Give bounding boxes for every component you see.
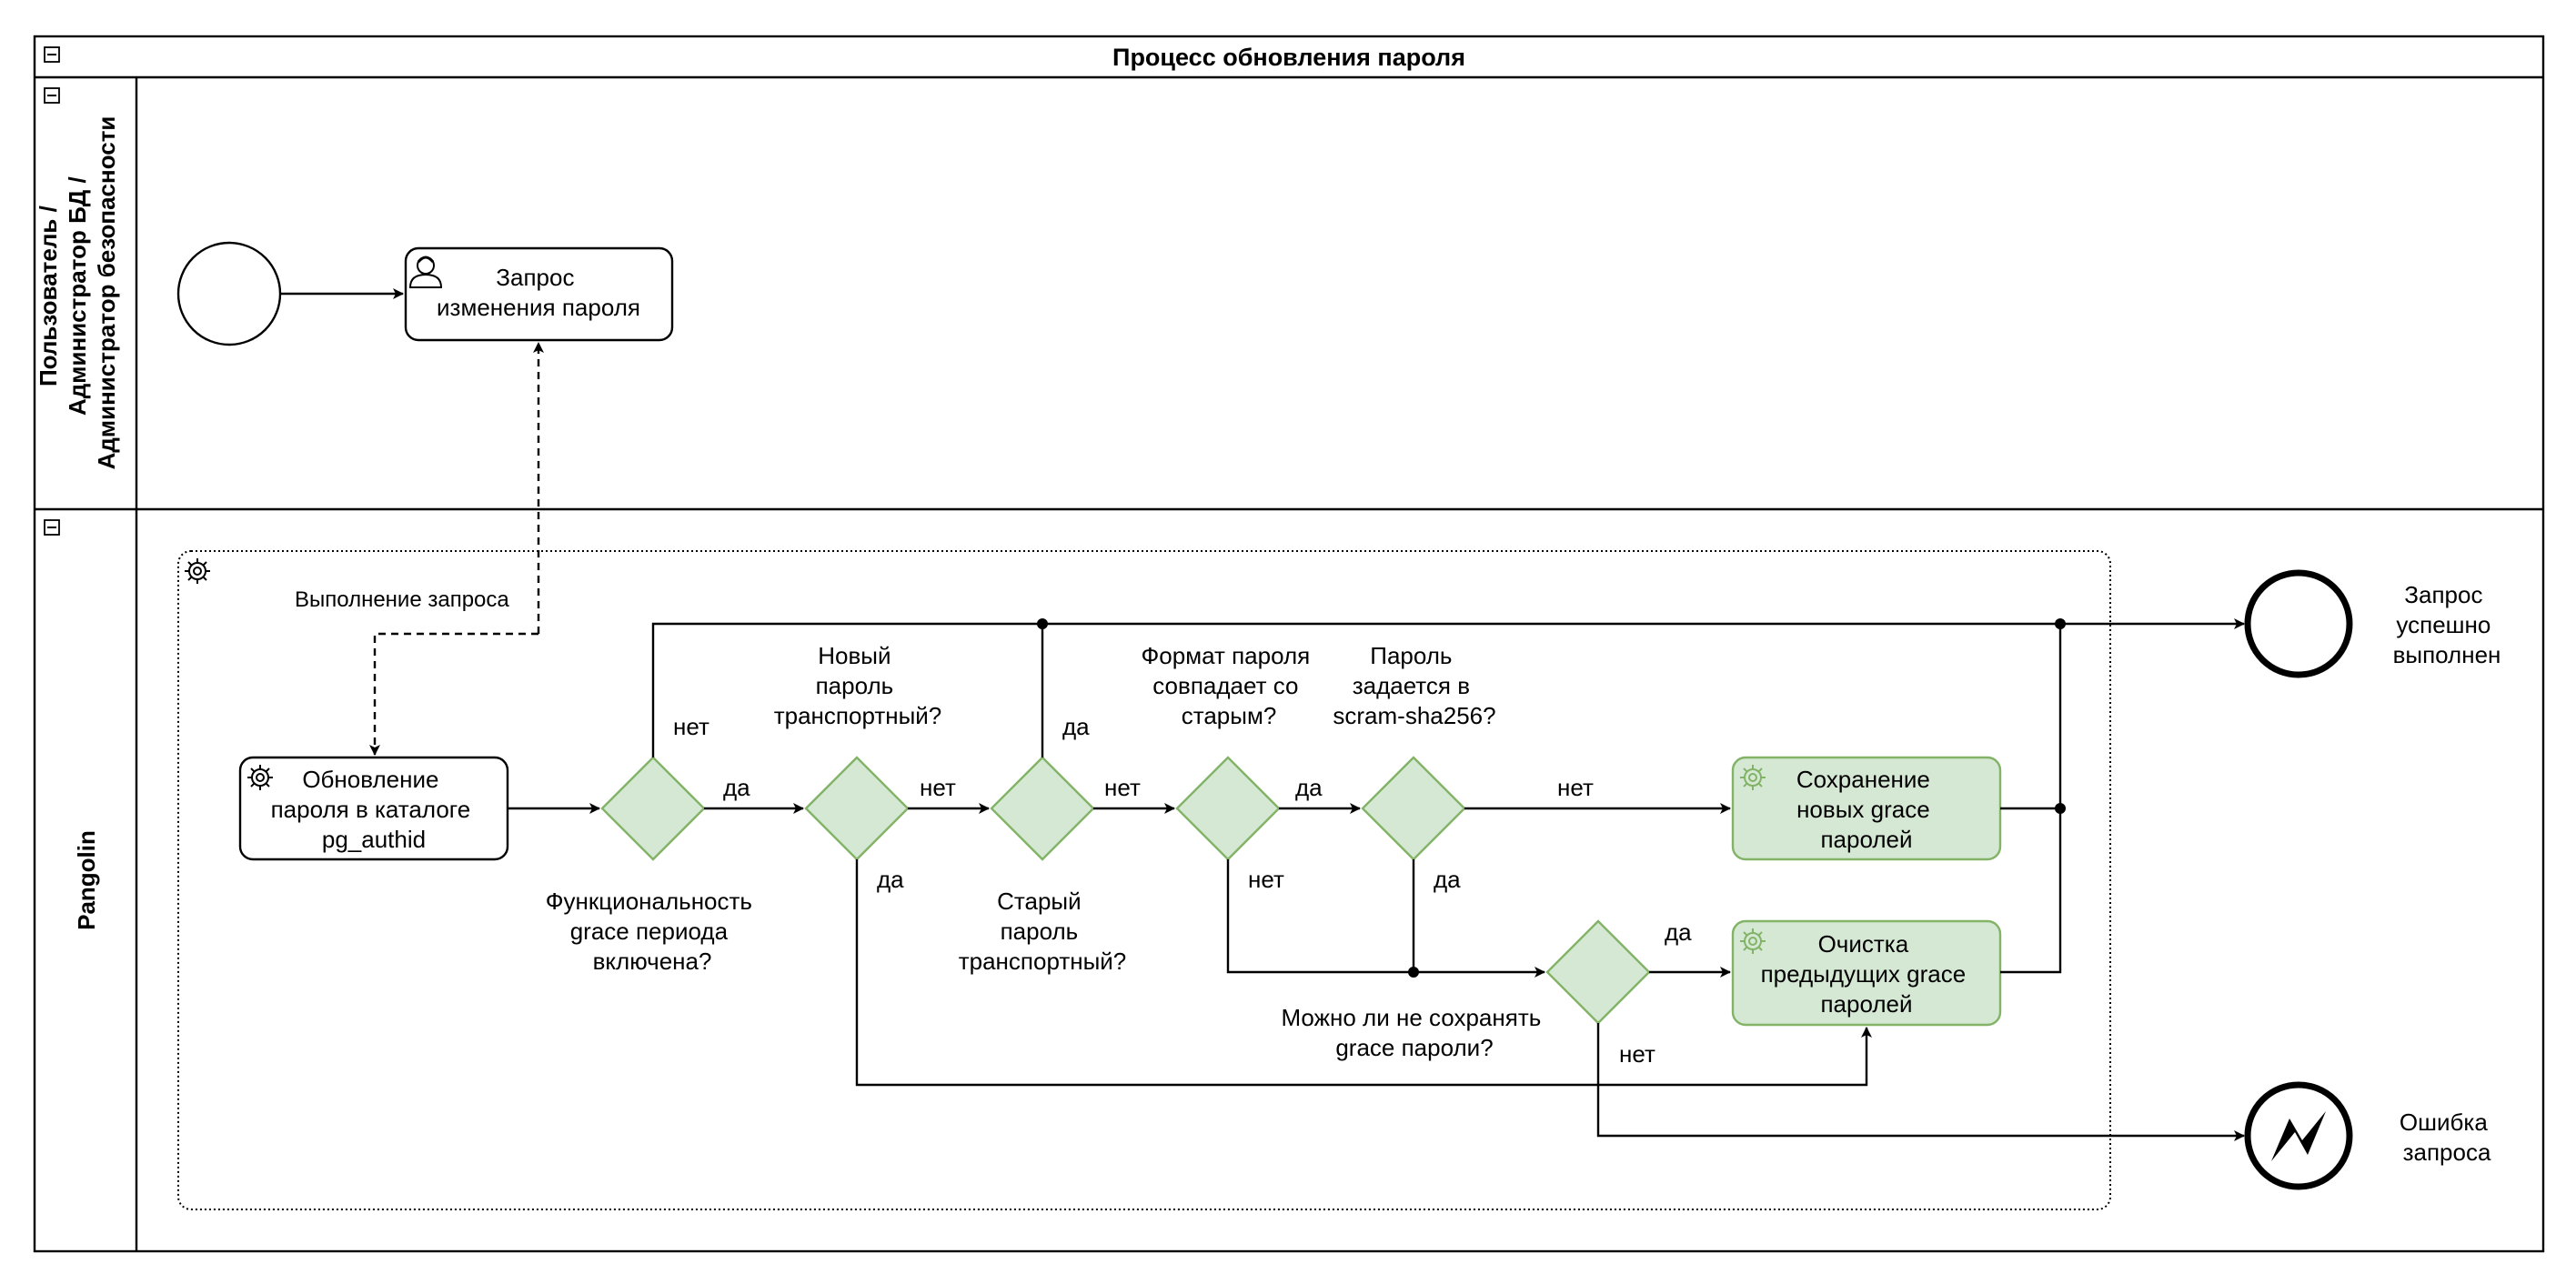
gateway-label-line: Формат пароля	[1142, 642, 1311, 669]
task-request-label: Запрос изменения пароля	[437, 264, 640, 321]
gateway-label-line: grace периода	[570, 918, 729, 945]
junction-dot	[1037, 618, 1048, 629]
flow-label-no: нет	[1104, 774, 1141, 801]
lane-1-label-line: Пользователь /	[35, 206, 62, 386]
gateway-label-line: Старый	[997, 888, 1082, 915]
flow-label-no: нет	[920, 774, 956, 801]
message-flow-request	[369, 632, 538, 756]
flow-g4-down	[1226, 859, 1414, 974]
end-event-success[interactable]	[2244, 569, 2353, 678]
gateway-label-line: Пароль	[1370, 642, 1452, 669]
end-label-line: Запрос	[2404, 581, 2482, 608]
gateway-label-line: пароль	[1001, 918, 1079, 945]
junction-dot	[2055, 803, 2066, 814]
start-event[interactable]	[176, 241, 282, 346]
gateway-grace-enabled[interactable]	[600, 756, 706, 861]
task-label-line: Запрос	[496, 264, 574, 291]
lane-1-label: Пользователь / Администратор БД / Админи…	[35, 116, 120, 470]
end-label-line: успешно	[2396, 611, 2490, 638]
flow-label-execute-request: Выполнение запроса	[295, 587, 509, 612]
error-bolt-icon	[2271, 1111, 2326, 1161]
gateway-old-transport-label: Старый пароль транспортный?	[959, 888, 1127, 975]
gateway-label-line: транспортный?	[959, 948, 1127, 975]
pool-title: Процесс обновления пароля	[1112, 44, 1465, 71]
task-clear-label: Очистка предыдущих grace паролей	[1761, 930, 1973, 1018]
end-label-line: запроса	[2403, 1139, 2491, 1166]
gateway-skip-grace-label: Можно ли не сохранять grace пароли?	[1281, 1004, 1547, 1061]
subprocess-container	[177, 550, 2111, 1210]
task-label-line: Очистка	[1818, 930, 1909, 958]
junction-dot	[1408, 967, 1419, 978]
flow-label-no: нет	[1557, 774, 1594, 801]
flow-label-yes: да	[1062, 713, 1090, 740]
gateway-label-line: транспортный?	[774, 702, 942, 729]
gateway-label-line: включена?	[593, 948, 712, 975]
flow-label-no: нет	[1619, 1040, 1655, 1068]
flow-to-error	[1596, 1023, 2245, 1141]
flow-clear-out	[2000, 624, 2062, 974]
gateway-label-line: Функциональность	[546, 888, 752, 915]
gateway-label-line: grace пароли?	[1335, 1034, 1493, 1061]
task-label-line: новых grace	[1796, 796, 1930, 823]
task-label-line: паролей	[1820, 990, 1912, 1018]
flow-g2-to-clear	[855, 859, 1872, 1087]
flow-label-yes: да	[1295, 774, 1323, 801]
gateway-label-line: Новый	[818, 642, 891, 669]
task-label-line: изменения пароля	[437, 294, 640, 321]
gateway-label-line: задается в	[1353, 672, 1470, 699]
pool-collapse-button[interactable]	[44, 46, 60, 63]
task-label-line: Обновление	[302, 766, 438, 793]
flow-label-yes: да	[877, 866, 904, 893]
task-label-line: паролей	[1820, 826, 1912, 853]
lane-2-label: Pangolin	[73, 830, 100, 930]
gateway-label-line: scram-sha256?	[1333, 702, 1495, 729]
task-label-line: пароля в каталоге	[271, 796, 471, 823]
task-request[interactable]: Запрос изменения пароля	[404, 246, 674, 342]
gateway-label-line: Можно ли не сохранять	[1281, 1004, 1541, 1031]
lane-1-label-line: Администратор БД /	[64, 176, 91, 416]
flow-label-no: нет	[1248, 866, 1284, 893]
task-save-grace[interactable]: Сохранение новых grace паролей	[1731, 756, 2002, 861]
flow-label-yes: да	[1665, 918, 1692, 946]
user-icon	[408, 256, 443, 288]
junction-dot	[2055, 618, 2066, 629]
gateway-label-line: пароль	[816, 672, 894, 699]
lane-1-label-line: Администратор безопасности	[93, 116, 120, 470]
gateway-label-line: совпадает со	[1152, 672, 1298, 699]
task-label-line: pg_authid	[322, 826, 426, 853]
task-clear-grace[interactable]: Очистка предыдущих grace паролей	[1731, 919, 2002, 1027]
gateway-label-line: старым?	[1182, 702, 1277, 729]
task-label-line: предыдущих grace	[1761, 960, 1967, 988]
end-error-label: Ошибка запроса	[2400, 1108, 2494, 1166]
end-label-line: выполнен	[2393, 641, 2501, 668]
flow-label-yes: да	[723, 774, 750, 801]
task-update-label: Обновление пароля в каталоге pg_authid	[271, 766, 478, 853]
end-event-error[interactable]	[2244, 1081, 2353, 1190]
pool-border	[33, 35, 2545, 1253]
lane-1-collapse-button[interactable]	[44, 87, 60, 104]
flow-label-yes: да	[1434, 866, 1461, 893]
pool: Процесс обновления пароля Пользователь /…	[33, 35, 2545, 1253]
gateway-new-transport-label: Новый пароль транспортный?	[774, 642, 942, 729]
task-save-label: Сохранение новых grace паролей	[1796, 766, 1937, 853]
gateway-old-transport[interactable]	[990, 756, 1095, 861]
flow-label-no: нет	[673, 713, 709, 740]
gateway-scram-label: Пароль задается в scram-sha256?	[1333, 642, 1495, 729]
task-label-line: Сохранение	[1796, 766, 1930, 793]
lane-2-collapse-button[interactable]	[44, 519, 60, 536]
end-label-line: Ошибка	[2400, 1108, 2488, 1136]
sequence-flows	[508, 618, 2245, 1141]
gateway-format-match-label: Формат пароля совпадает со старым?	[1142, 642, 1317, 729]
end-success-label: Запрос успешно выполнен	[2393, 581, 2501, 668]
flow-top-bus	[651, 622, 2060, 757]
gateway-grace-enabled-label: Функциональность grace периода включена?	[546, 888, 759, 975]
task-update-password[interactable]: Обновление пароля в каталоге pg_authid	[238, 756, 509, 861]
